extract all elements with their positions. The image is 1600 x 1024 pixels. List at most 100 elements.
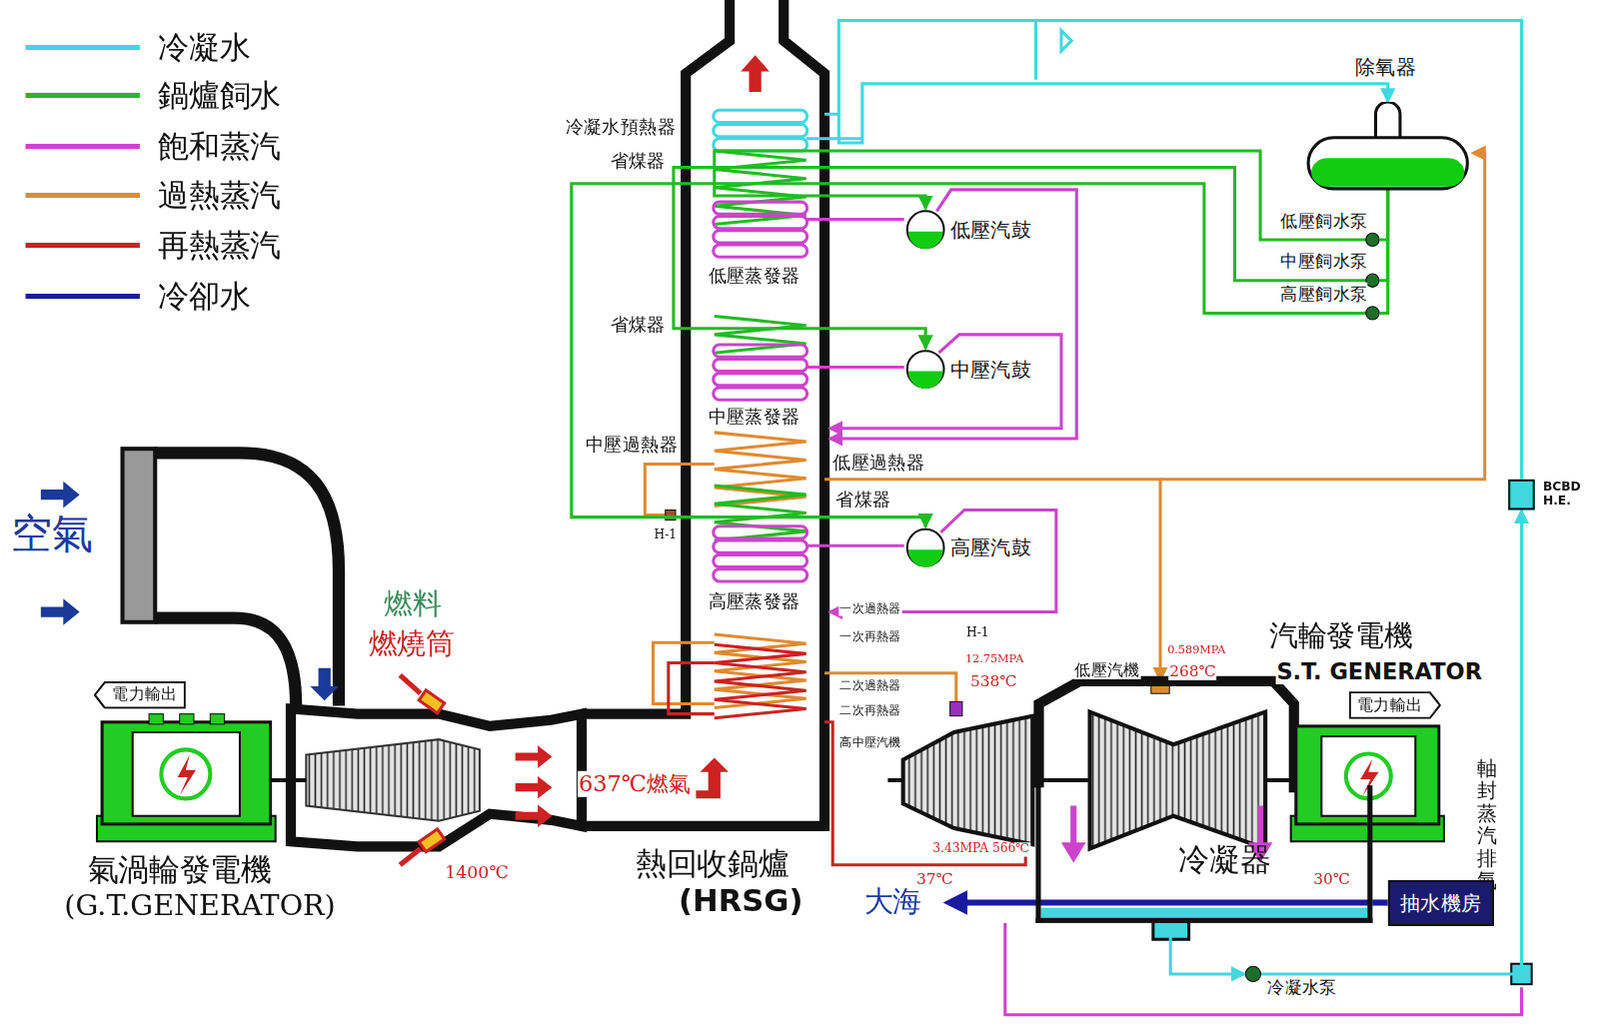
legend-text: 過熱蒸汽: [157, 178, 281, 213]
part-label: H-1: [965, 626, 991, 641]
legend-row: 再熱蒸汽: [25, 228, 281, 263]
plant-shape: [122, 448, 156, 623]
plant-shape: [713, 201, 808, 214]
plant-shape: [830, 334, 1062, 429]
part-label: 氣渦輪發電機: [86, 852, 273, 888]
plant-shape: [713, 526, 808, 539]
plant-shape: [132, 732, 240, 817]
pump-symbol: [1365, 305, 1380, 320]
drum-symbol: [905, 208, 947, 250]
node-text: 抽水機房: [1400, 890, 1483, 916]
part-label: 空氣: [9, 509, 94, 557]
part-label: 12.75MPA: [964, 652, 1025, 666]
plant-shape: [713, 124, 808, 137]
plant-shape: [209, 714, 224, 725]
node-text: 中壓飼水泵: [1280, 249, 1368, 273]
part-label: 高壓蒸發器: [707, 591, 802, 613]
steam-drum: 中壓汽鼓: [905, 348, 1033, 390]
plant-shape: [806, 218, 905, 546]
plant-shape: [101, 722, 270, 825]
part-label: 538℃: [969, 673, 1018, 692]
pipe-connector: [714, 150, 1374, 240]
pipe-connector: [1170, 923, 1246, 975]
part-label: 一次過熱器: [838, 601, 902, 616]
plant-shape: [270, 778, 307, 783]
feed-pump: 低壓飼水泵: [1280, 208, 1380, 247]
node-text: 高壓汽鼓: [950, 533, 1033, 562]
plant-shape: [713, 215, 808, 228]
power-output-tag: 電力輸出: [1349, 691, 1442, 720]
plant-shape: [1275, 778, 1296, 783]
plant-shape: [399, 675, 420, 866]
plant-shape: [418, 690, 444, 714]
pipe-connector: [1372, 899, 1388, 906]
plant-shape: [713, 554, 808, 567]
node-text: 低壓飼水泵: [1280, 208, 1368, 232]
plant-shape: [515, 745, 553, 828]
part-label: H-1: [653, 528, 679, 543]
legend-row: 飽和蒸汽: [25, 129, 281, 164]
steam-drum: 低壓汽鼓: [905, 208, 1033, 250]
legend-swatch: [25, 192, 140, 198]
plant-shape: [305, 739, 480, 822]
part-label: 冷凝水預熱器: [564, 115, 677, 137]
plant-shape: [713, 373, 808, 386]
part-label: 268℃: [1168, 663, 1217, 682]
part-label: 二次再熱器: [838, 703, 902, 718]
plant-shape: [1005, 923, 1523, 1016]
plant-shape: [714, 485, 807, 541]
node-text: 除氧器: [1355, 52, 1417, 81]
node-text: 電力輸出: [111, 684, 177, 706]
node-text: 低壓汽鼓: [950, 215, 1033, 244]
plant-shape: [290, 709, 582, 848]
part-label: 汽輪發電機: [1268, 620, 1414, 654]
legend-swatch: [25, 92, 140, 98]
exchanger-symbol: [1508, 479, 1536, 511]
node-text: 冷凝器: [1138, 839, 1272, 882]
plant-shape: [903, 716, 1034, 846]
plant-shape: [830, 509, 1057, 612]
node-text: BCBD H.E.: [1543, 479, 1589, 509]
pipe-connector: [838, 19, 1522, 479]
drum-symbol: [905, 348, 947, 390]
part-label: 省煤器: [609, 313, 667, 335]
plant-shape: [942, 890, 968, 916]
pipe-connector: [673, 166, 1373, 349]
plant-shape: [1296, 726, 1440, 825]
plant-shape: [830, 189, 1077, 439]
plant-shape: [824, 673, 957, 703]
part-label: 一次再熱器: [838, 630, 902, 645]
legend-text: 鍋爐飼水: [157, 78, 281, 113]
plant-shape: [148, 714, 163, 725]
part-label: 燃料: [382, 587, 442, 621]
steam-drum: 高壓汽鼓: [905, 527, 1033, 569]
node-text: 中壓汽鼓: [950, 355, 1033, 384]
plant-shape: [806, 113, 863, 139]
legend-row: 鍋爐飼水: [25, 78, 281, 113]
plant-shape: [824, 479, 1161, 680]
part-label: 熱回收鍋爐: [634, 846, 790, 882]
plant-shape: [713, 540, 808, 553]
node-text: 冷凝水泵: [1267, 976, 1337, 1000]
plant-shape: [1090, 712, 1267, 850]
plant-shape: [179, 714, 194, 725]
plant-shape: [695, 758, 729, 800]
legend-swatch: [25, 293, 140, 299]
legend-row: 過熱蒸汽: [25, 178, 281, 213]
power-output-tag: 電力輸出: [93, 681, 186, 710]
plant-shape: [713, 569, 808, 582]
plant-shape: [177, 754, 196, 796]
plant-shape: [154, 452, 339, 706]
legend-swatch: [25, 143, 140, 149]
plant-shape: [950, 701, 963, 716]
legend-row: 冷卻水: [25, 279, 251, 314]
part-label: 30℃: [1312, 871, 1352, 890]
legend-text: 冷凝水: [157, 30, 250, 65]
plant-shape: [740, 54, 770, 92]
legend-text: 飽和蒸汽: [157, 129, 281, 164]
part-label: 3.43MPA 566℃: [931, 842, 1031, 857]
pump-house-box: 抽水機房: [1388, 880, 1495, 927]
deaerator-tank: 除氧器: [1306, 101, 1470, 194]
plant-shape: [714, 315, 807, 353]
part-label: 637℃燃氣: [577, 771, 693, 798]
